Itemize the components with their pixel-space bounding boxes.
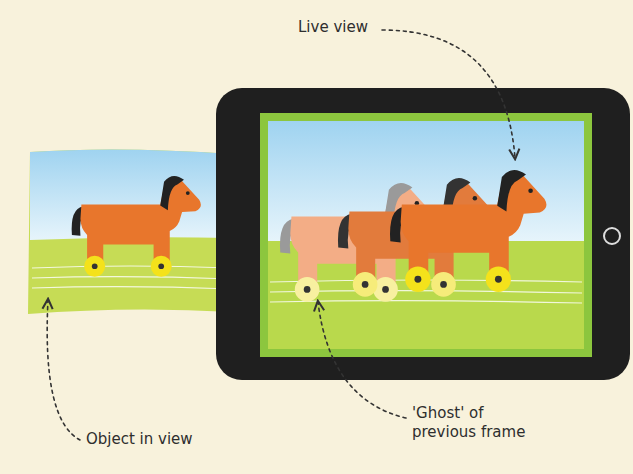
leader-line (318, 302, 406, 418)
grass-lines (32, 266, 230, 289)
grass (28, 149, 232, 314)
leader-lines (47, 30, 515, 440)
screen-grass (268, 121, 584, 349)
toy-horse (72, 176, 201, 277)
leader-line (382, 30, 515, 158)
home-button (604, 228, 620, 244)
callout-label: Live view (298, 18, 388, 37)
object-photo (28, 149, 232, 314)
tablet (216, 88, 630, 380)
leader-line (47, 300, 80, 440)
callout-label: Object in view (86, 430, 246, 449)
screen-frame (260, 113, 592, 357)
live-horse (390, 170, 546, 292)
tablet-body (216, 88, 630, 380)
callout-label: 'Ghost' of previous frame (412, 404, 542, 442)
